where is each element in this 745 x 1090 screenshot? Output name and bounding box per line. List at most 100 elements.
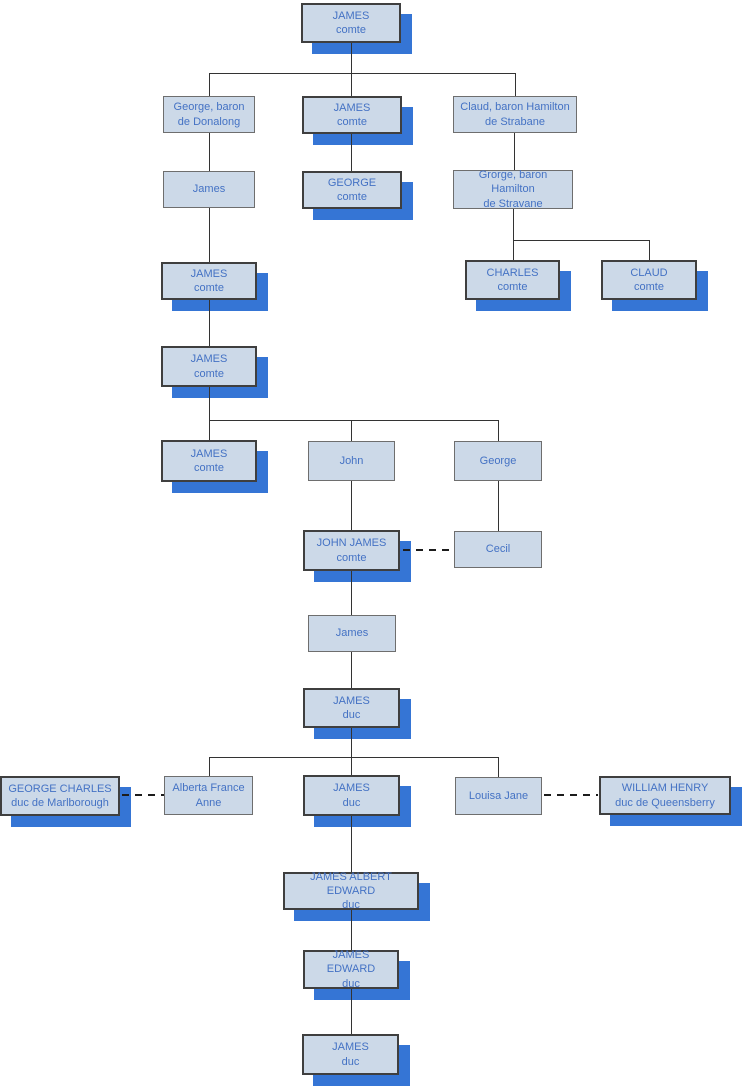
tree-connector-line (351, 43, 352, 74)
tree-node-james-duc-1[interactable]: JAMES duc (303, 688, 400, 728)
tree-node-james-3[interactable]: James (163, 171, 255, 208)
node-name-label: Grorge, baron Hamilton (478, 169, 548, 196)
node-name-label: JAMES EDWARD (326, 949, 376, 976)
tree-connector-line (351, 571, 352, 615)
node-name-label: John (339, 454, 364, 467)
node-name-label: JAMES (333, 101, 371, 114)
node-title-label: comte (194, 282, 224, 294)
node-name-label: WILLIAM HENRY (621, 782, 709, 795)
node-title-label: comte (194, 367, 224, 380)
node-title-label: comte (634, 281, 664, 293)
node-name-label: JAMES ALBERT EDWARD (310, 870, 392, 897)
node-name-label: George, baron (173, 101, 245, 114)
node-name-label: James (335, 627, 369, 640)
tree-connector-line (351, 420, 352, 441)
tree-node-cecil[interactable]: Cecil (454, 531, 542, 568)
node-name-label: CHARLES (486, 266, 539, 279)
node-name-label: JAMES (190, 353, 228, 366)
node-title-label: duc (341, 1055, 360, 1068)
tree-connector-line (209, 73, 210, 96)
tree-node-george-2[interactable]: George (454, 441, 542, 481)
tree-connector-line (513, 240, 514, 260)
marriage-dash-connector (544, 794, 598, 796)
tree-node-john[interactable]: John (308, 441, 395, 481)
tree-connector-line (351, 134, 352, 171)
tree-node-louisa-jane[interactable]: Louisa Jane (455, 777, 542, 815)
node-name-label: JAMES (333, 782, 370, 795)
tree-node-james-1[interactable]: JAMES comte (301, 3, 401, 43)
node-title-label: duc (342, 977, 360, 990)
tree-connector-line (513, 240, 649, 241)
node-title-label: comte (337, 191, 367, 203)
tree-node-james-7[interactable]: James (308, 615, 396, 652)
node-title-label: Anne (195, 796, 222, 809)
tree-connector-line (498, 481, 499, 531)
node-title-label: de Strabane (485, 115, 545, 128)
tree-node-james-2[interactable]: JAMES comte (302, 96, 402, 134)
tree-connector-line (209, 73, 516, 74)
node-name-label: CLAUD (630, 266, 668, 279)
node-name-label: GEORGE (327, 176, 377, 189)
node-title-label: comte (337, 116, 367, 128)
node-title-label: comte (336, 24, 366, 36)
tree-connector-line (209, 208, 210, 262)
tree-connector-line (513, 209, 514, 241)
tree-node-james-albert-edward[interactable]: JAMES ALBERT EDWARD duc (283, 870, 419, 912)
marriage-dash-connector (122, 794, 164, 796)
tree-connector-line (351, 757, 352, 775)
node-title-label: comte (194, 462, 224, 474)
tree-node-george-charles[interactable]: GEORGE CHARLES duc de Marlborough (0, 776, 120, 816)
tree-connector-line (209, 133, 210, 171)
node-name-label: JOHN JAMES (316, 537, 387, 550)
tree-connector-line (515, 73, 516, 96)
tree-connector-line (209, 387, 210, 421)
tree-connector-line (514, 133, 515, 170)
tree-connector-line (351, 481, 352, 530)
node-name-label: JAMES (190, 267, 228, 280)
tree-node-george-1[interactable]: GEORGE comte (302, 171, 402, 209)
tree-connector-line (351, 989, 352, 1034)
tree-connector-line (209, 757, 210, 776)
tree-connector-line (351, 73, 352, 96)
tree-connector-line (498, 757, 499, 777)
node-name-label: GEORGE CHARLES (8, 782, 112, 795)
node-name-label: JAMES (190, 447, 228, 460)
tree-connector-line (351, 816, 352, 872)
node-title-label: duc (342, 709, 361, 721)
tree-connector-line (351, 652, 352, 688)
node-title-label: de Stravane (483, 197, 543, 210)
node-title-label: duc (342, 899, 360, 912)
tree-connector-line (209, 420, 498, 421)
node-title-label: de Donalong (177, 115, 241, 128)
tree-node-james-4[interactable]: JAMES comte (161, 262, 257, 300)
node-name-label: JAMES (333, 694, 370, 707)
node-name-label: Cecil (485, 543, 511, 556)
node-name-label: JAMES (332, 1041, 369, 1054)
tree-connector-line (209, 300, 210, 346)
tree-connector-line (351, 910, 352, 950)
node-name-label: JAMES (332, 9, 370, 22)
node-title-label: comte (336, 551, 367, 564)
node-name-label: Louisa Jane (468, 789, 529, 802)
node-title-label: duc de Marlborough (11, 797, 109, 809)
node-name-label: James (192, 183, 226, 196)
tree-connector-line (498, 420, 499, 441)
node-title-label: duc de Queensberry (615, 796, 715, 809)
tree-node-claud-2[interactable]: CLAUD comte (601, 260, 697, 300)
tree-connector-line (351, 728, 352, 758)
tree-connector-line (649, 240, 650, 260)
marriage-dash-connector (403, 549, 454, 551)
tree-node-james-6[interactable]: JAMES comte (161, 440, 257, 482)
